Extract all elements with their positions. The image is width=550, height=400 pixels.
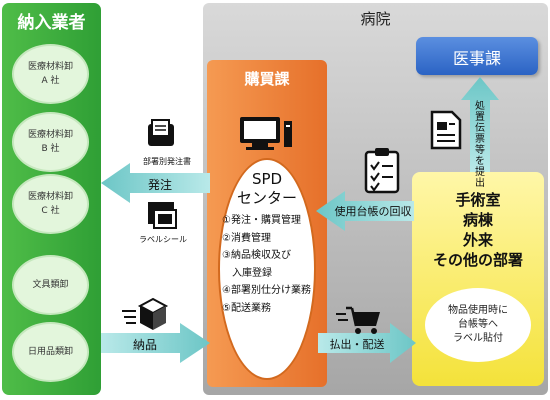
ledger-collect-label: 使用台帳の回収 — [334, 205, 412, 218]
submit-slip-char: 等 — [475, 145, 485, 156]
vendor-circle-c: 医療材料卸 C 社 — [12, 174, 89, 234]
department-note-line: 台帳等へ — [458, 319, 498, 330]
submit-slip-char: 票 — [475, 134, 485, 145]
order-document-label: 部署別発注書 — [143, 157, 191, 166]
spd-title-line: SPD — [251, 170, 283, 188]
submit-slip-label-tail: 提 出 — [473, 167, 487, 189]
hospital-panel-title: 病院 — [360, 10, 391, 28]
medical-affairs-box — [416, 37, 538, 75]
department-line: 手術室 — [455, 191, 501, 209]
department-line: 病棟 — [462, 211, 493, 229]
submit-slip-char: を — [475, 156, 485, 167]
submit-slip-char: 伝 — [475, 123, 485, 134]
delivery-label: 納品 — [132, 338, 157, 352]
vendor-panel-title: 納入業者 — [17, 13, 86, 33]
vendor-circle-a: 医療材料卸 A 社 — [12, 44, 89, 104]
vendor-label: 医療材料卸 — [27, 130, 73, 140]
spd-task: ④部署別仕分け業務 — [222, 285, 311, 296]
vendor-label: 文具類卸 — [32, 280, 69, 290]
label-sheet-label: ラベルシール — [139, 235, 187, 244]
submit-slip-char: 処 — [475, 101, 485, 112]
spd-task: ②消費管理 — [222, 232, 271, 244]
vendor-label: C 社 — [41, 206, 60, 216]
spd-subtitle-line: センター — [236, 189, 297, 207]
department-line: 外来 — [462, 231, 493, 249]
spd-center-ellipse — [218, 158, 316, 380]
vendor-label: 日用品類卸 — [27, 347, 73, 357]
spd-center-title: SPD センター — [218, 170, 316, 208]
submit-slip-char: 出 — [475, 178, 485, 189]
department-line: その他の部署 — [432, 251, 523, 269]
purchase-panel-title: 購買課 — [244, 70, 290, 88]
spd-task: 入庫登録 — [222, 267, 272, 279]
submit-slip-label: 処 置 伝 票 等 を — [473, 101, 487, 167]
department-note-ellipse: 物品使用時に 台帳等へ ラベル貼付 — [425, 288, 531, 362]
spd-task-list: ①発注・購買管理 ②消費管理 ③納品検収及び 入庫登録 ④部署別仕分け業務 ⑤配… — [222, 212, 318, 317]
submit-slip-char: 置 — [475, 112, 485, 123]
spd-task: ⑤配送業務 — [222, 302, 271, 314]
department-note-line: ラベル貼付 — [453, 333, 503, 344]
spd-task: ③納品検収及び — [222, 250, 291, 261]
department-note-line: 物品使用時に — [448, 305, 508, 316]
vendor-label: B 社 — [41, 144, 60, 154]
submit-slip-char: 提 — [475, 167, 485, 178]
vendor-label: A 社 — [41, 76, 60, 86]
dispatch-label: 払出・配送 — [329, 338, 385, 351]
vendor-label: 医療材料卸 — [27, 62, 73, 72]
vendor-circle-stationery: 文具類卸 — [12, 255, 89, 315]
vendor-circle-b: 医療材料卸 B 社 — [12, 112, 89, 172]
spd-task: ①発注・購買管理 — [222, 215, 301, 226]
vendor-circle-daily-goods: 日用品類卸 — [12, 322, 89, 382]
vendor-label: 医療材料卸 — [27, 192, 73, 202]
medical-affairs-title: 医事課 — [452, 49, 501, 68]
order-label: 発注 — [147, 178, 172, 192]
departments-title: 手術室 病棟 外来 その他の部署 — [412, 190, 544, 270]
